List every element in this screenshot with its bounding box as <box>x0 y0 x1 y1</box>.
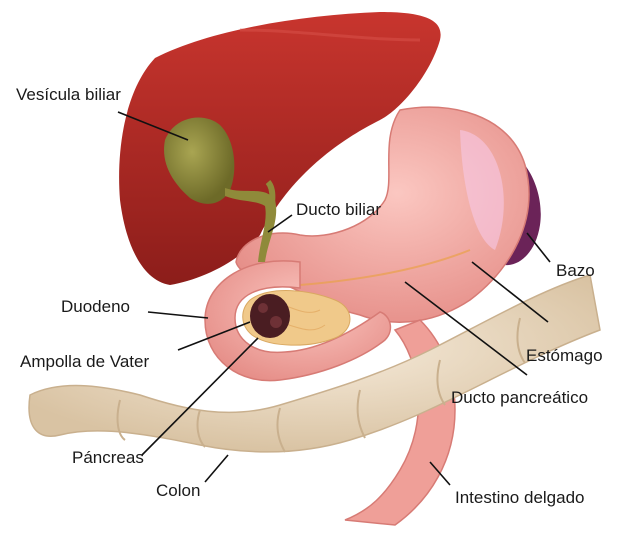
label-intestino-delgado: Intestino delgado <box>455 489 585 506</box>
label-estomago: Estómago <box>526 347 603 364</box>
label-vesicula-biliar: Vesícula biliar <box>16 86 121 103</box>
leader-colon <box>205 455 228 482</box>
label-ducto-pancreatico: Ducto pancreático <box>451 389 588 406</box>
label-duodeno: Duodeno <box>61 298 130 315</box>
label-ducto-biliar: Ducto biliar <box>296 201 381 218</box>
ampulla-of-vater-shape <box>250 294 290 338</box>
leader-duodeno <box>148 312 208 318</box>
label-bazo: Bazo <box>556 262 595 279</box>
label-ampolla-de-vater: Ampolla de Vater <box>20 353 149 370</box>
label-pancreas: Páncreas <box>72 449 144 466</box>
label-colon: Colon <box>156 482 200 499</box>
